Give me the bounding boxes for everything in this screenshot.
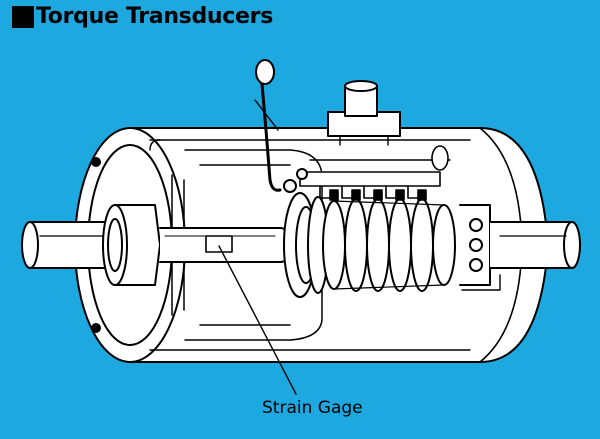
torsion-shaft bbox=[159, 227, 293, 263]
right-bearing bbox=[459, 204, 501, 291]
strain-gage-patch bbox=[205, 235, 233, 253]
brush-holder bbox=[299, 145, 451, 201]
strain-gage-leader-line bbox=[218, 245, 297, 395]
coupling-disk bbox=[283, 192, 329, 298]
mounting-holes bbox=[91, 157, 101, 333]
right-shaft bbox=[489, 221, 581, 269]
slip-ring-stack bbox=[322, 198, 456, 292]
lever-arm bbox=[254, 59, 308, 193]
connector bbox=[327, 80, 401, 146]
page-title-text: Torque Transducers bbox=[36, 4, 273, 29]
bullet-square-icon bbox=[12, 5, 34, 28]
page-title: Torque Transducers bbox=[12, 4, 273, 29]
left-shaft bbox=[21, 204, 161, 286]
strain-gage-label: Strain Gage bbox=[262, 398, 363, 418]
